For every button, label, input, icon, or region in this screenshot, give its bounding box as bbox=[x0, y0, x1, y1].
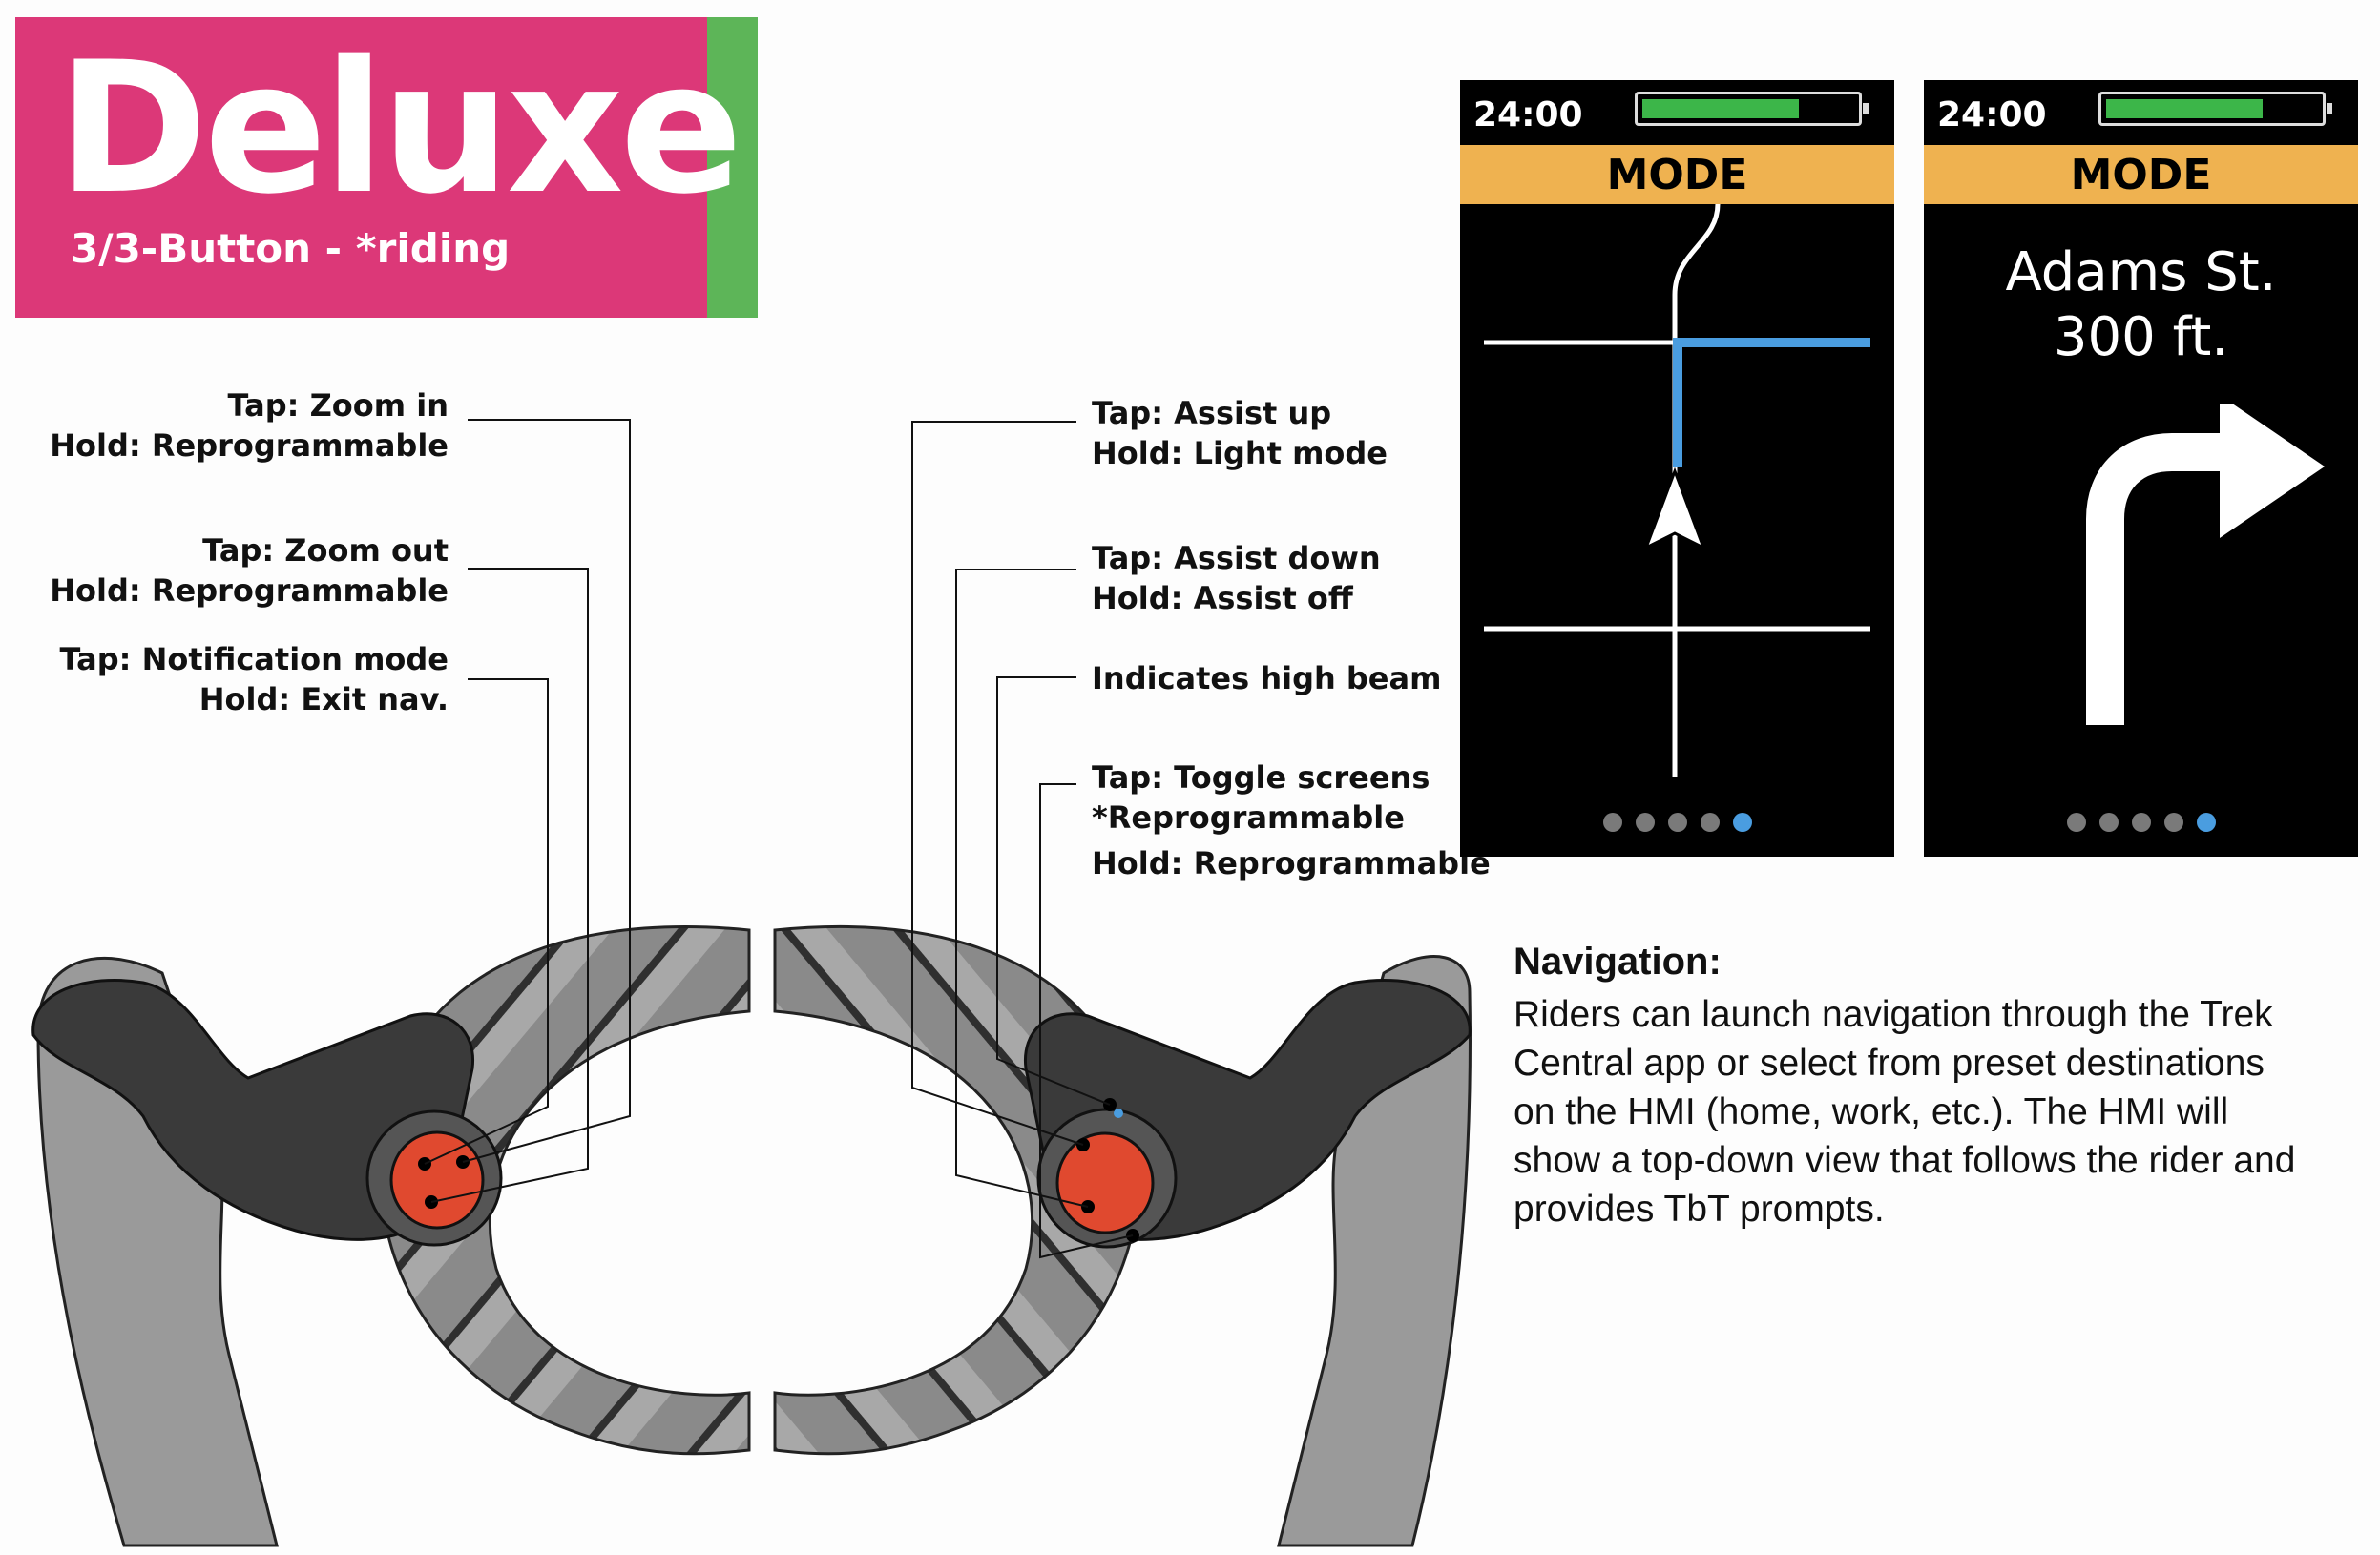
battery-icon bbox=[1635, 92, 1869, 126]
callout-assist-up: Tap: Assist up Hold: Light mode bbox=[1092, 395, 1388, 471]
rider-position-icon bbox=[1643, 466, 1706, 551]
right-button-cluster bbox=[1055, 1131, 1155, 1234]
navigation-description: Riders can launch navigation through the… bbox=[1514, 994, 2296, 1230]
page-dot bbox=[1635, 813, 1655, 832]
page-dot bbox=[2163, 813, 2183, 832]
mode-bar: MODE bbox=[1460, 145, 1894, 204]
battery-icon bbox=[2098, 92, 2332, 126]
header-accent-bar bbox=[707, 17, 758, 318]
page-indicator bbox=[1460, 813, 1894, 832]
page-subtitle: 3/3-Button - *riding bbox=[71, 225, 511, 272]
turn-right-arrow-icon bbox=[2086, 404, 2325, 725]
left-handlebar bbox=[31, 925, 751, 1547]
callout-notification-mode: Tap: Notification mode Hold: Exit nav. bbox=[59, 641, 449, 717]
callout-assist-down: Tap: Assist down Hold: Assist off bbox=[1092, 540, 1381, 616]
turn-distance: 300 ft. bbox=[2053, 306, 2229, 368]
left-leader-lines bbox=[424, 419, 631, 1203]
hmi-screen-turn: 24:00 MODE Adams St. 300 ft. bbox=[1924, 80, 2358, 857]
callout-high-beam: Indicates high beam bbox=[1092, 660, 1442, 696]
page-dot bbox=[1667, 813, 1687, 832]
page-dot-active bbox=[2196, 813, 2216, 832]
street-name: Adams St. bbox=[2005, 241, 2277, 303]
page-dot bbox=[2131, 813, 2151, 832]
callout-zoom-out: Tap: Zoom out Hold: Reprogrammable bbox=[50, 532, 449, 609]
page-dot-active bbox=[1732, 813, 1752, 832]
battery-level bbox=[1642, 99, 1799, 118]
page-dot bbox=[2098, 813, 2119, 832]
page-dot bbox=[1700, 813, 1720, 832]
left-button-cluster bbox=[389, 1130, 485, 1230]
navigation-heading: Navigation: bbox=[1514, 941, 1722, 983]
header-banner bbox=[15, 17, 707, 318]
page-dot bbox=[2066, 813, 2086, 832]
hmi-screen-map: 24:00 MODE bbox=[1460, 80, 1894, 857]
page-dot bbox=[1602, 813, 1622, 832]
mode-bar: MODE bbox=[1924, 145, 2358, 204]
callout-toggle-screens: Tap: Toggle screens *Reprogrammable Hold… bbox=[1092, 759, 1491, 881]
page-indicator bbox=[1924, 813, 2358, 832]
right-handlebar bbox=[773, 925, 1472, 1547]
clock-time: 24:00 bbox=[1937, 95, 2047, 135]
right-leader-lines bbox=[911, 421, 1134, 1259]
callout-zoom-in: Tap: Zoom in Hold: Reprogrammable bbox=[50, 387, 449, 464]
map-view bbox=[1484, 204, 1870, 777]
page-title: Deluxe bbox=[57, 23, 742, 234]
battery-level bbox=[2106, 99, 2263, 118]
clock-time: 24:00 bbox=[1473, 95, 1583, 135]
